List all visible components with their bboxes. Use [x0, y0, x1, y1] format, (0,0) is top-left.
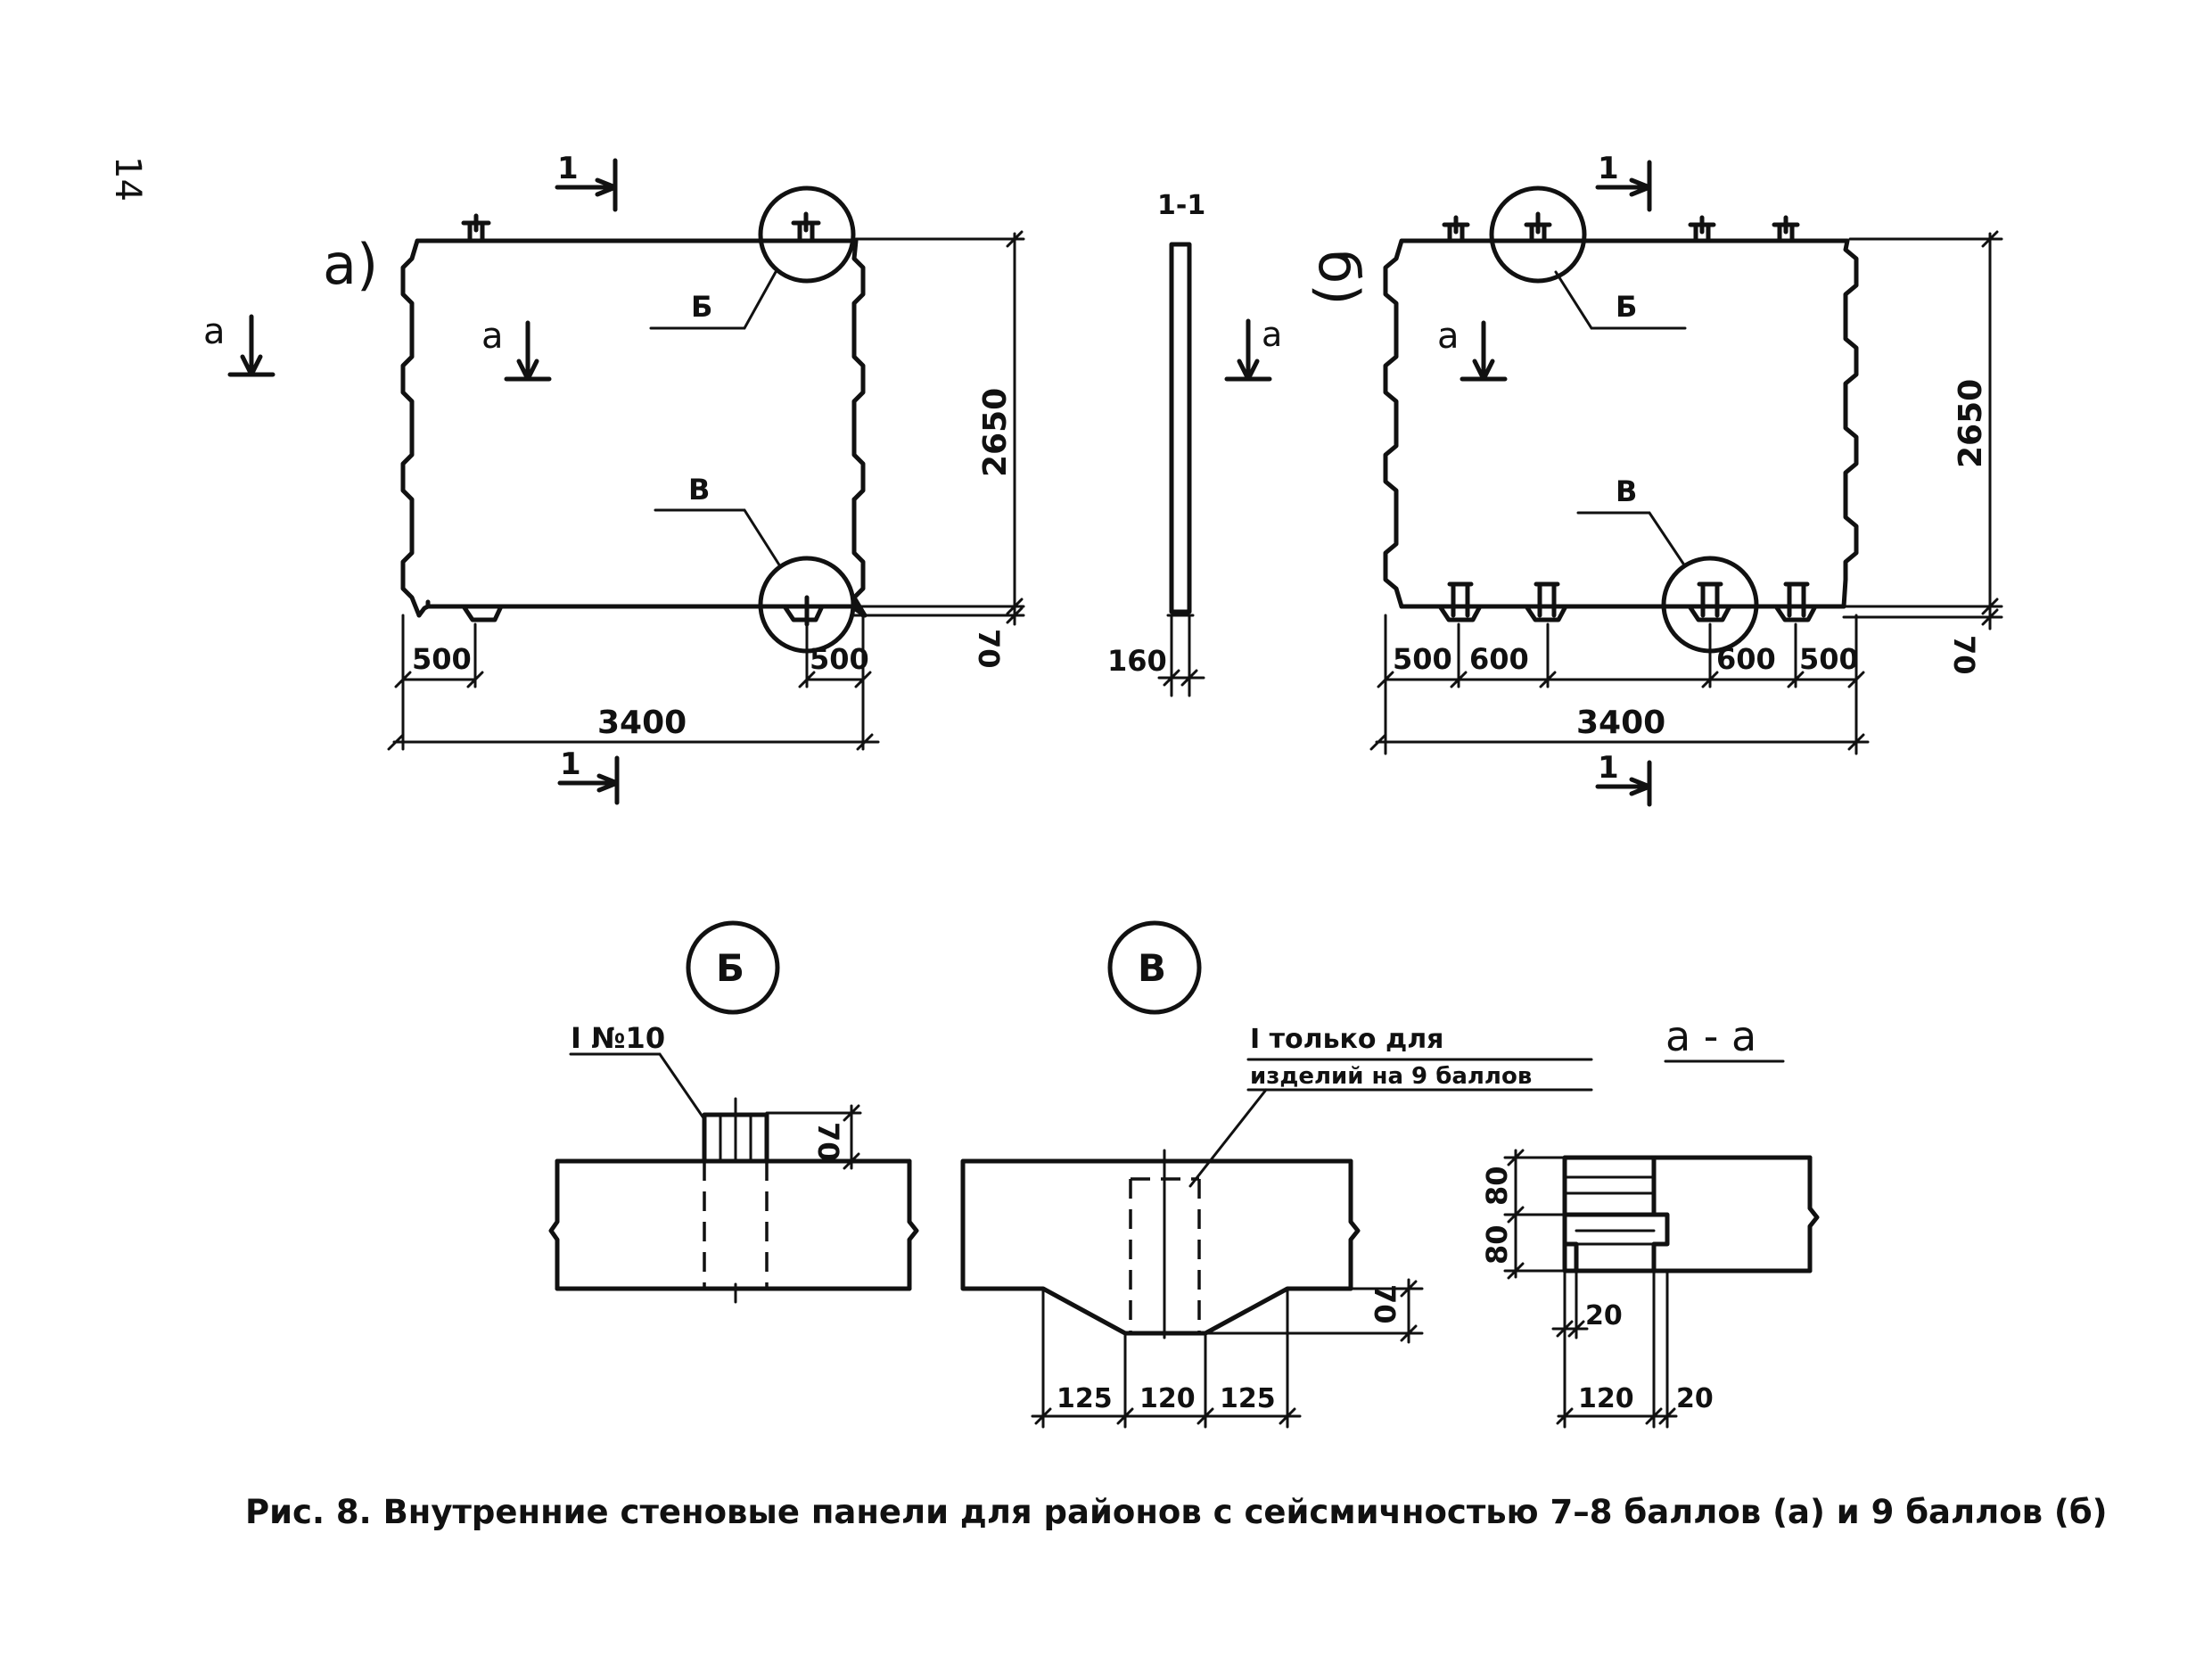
panel-a-left-edge-dim: 500 [412, 642, 472, 676]
page-number: 14 [107, 156, 148, 202]
detail-b-note: I №10 [571, 1021, 665, 1055]
section-a-a-dim-v2: 80 [1480, 1224, 1514, 1265]
panel-b-section-mark-bottom: 1 [1595, 750, 1652, 807]
panel-a-callout-b-text: Б [691, 290, 712, 324]
section-a-a-dim-v1: 80 [1480, 1166, 1514, 1206]
detail-b-height-dim: 70 [811, 1122, 845, 1162]
detail-v-depth-dim: 70 [1368, 1284, 1402, 1324]
svg-text:1: 1 [557, 151, 579, 186]
svg-text:а: а [1262, 315, 1282, 354]
panel-a-view-mark-outer: а [203, 311, 275, 377]
svg-text:1: 1 [1598, 151, 1619, 186]
panel-b-bottom-offset-dim: 70 [1947, 635, 1981, 675]
panel-b-section-mark-top: 1 [1595, 151, 1652, 212]
panel-b-width-dim: 3400 [1576, 705, 1665, 741]
svg-text:а: а [203, 311, 226, 352]
detail-v-label: В [1138, 946, 1166, 990]
panel-b-dim-2: 600 [1469, 642, 1529, 676]
section-a-a-label: а - а [1665, 1012, 1756, 1060]
panel-a-label: а) [323, 232, 378, 297]
section-1-1-thickness-dim: 160 [1107, 644, 1167, 678]
panel-a-height-dim: 2650 [977, 388, 1014, 477]
section-a-a-dim-right: 20 [1676, 1383, 1714, 1414]
detail-v-dim-1: 125 [1057, 1383, 1113, 1414]
section-a-a-dim-small: 20 [1585, 1300, 1623, 1331]
panel-a: а) а а 1 1 [203, 151, 1025, 805]
panel-a-width-dim: 3400 [597, 705, 687, 741]
panel-b-callout-b-text: Б [1616, 290, 1637, 324]
section-1-1-view-mark: а [1224, 315, 1282, 382]
figure-caption: Рис. 8. Внутренние стеновые панели для р… [245, 1493, 2108, 1531]
svg-text:а: а [481, 316, 504, 357]
detail-b: Б I №10 70 [548, 920, 919, 1304]
svg-text:1: 1 [560, 746, 581, 782]
panel-b-outline [1383, 238, 1859, 609]
section-1-1: 1-1 160 а [1107, 190, 1282, 697]
panel-b-dim-1: 500 [1393, 642, 1452, 676]
panel-b-callout-v-text: В [1616, 474, 1637, 508]
panel-b-dim-3: 600 [1716, 642, 1776, 676]
section-a-a-dim-width: 120 [1578, 1383, 1634, 1414]
detail-v-dim-3: 125 [1220, 1383, 1276, 1414]
section-a-a: а - а 80 80 20 120 20 [1480, 1012, 1820, 1429]
svg-text:а: а [1437, 316, 1460, 357]
detail-v-dim-2: 120 [1139, 1383, 1196, 1414]
panel-a-callout-circle-b [758, 185, 856, 284]
panel-a-section-mark-top: 1 [555, 151, 618, 212]
panel-a-section-mark-bottom: 1 [557, 746, 620, 805]
panel-b-height-dim: 2650 [1953, 379, 1989, 468]
panel-a-right-edge-dim: 500 [810, 642, 869, 676]
panel-a-view-mark-inner: а [481, 316, 552, 382]
detail-v-note-line1: I только для [1250, 1024, 1443, 1055]
panel-b-label: б) [1306, 250, 1371, 305]
detail-v-note-line2: изделий на 9 баллов [1250, 1063, 1532, 1090]
panel-b-callout-circle-b [1489, 185, 1587, 284]
section-1-1-label: 1-1 [1157, 190, 1205, 221]
svg-text:1: 1 [1598, 750, 1619, 786]
panel-a-callout-v-text: В [688, 473, 710, 507]
detail-v: В I только для изделий на 9 баллов 70 12… [960, 920, 1593, 1429]
detail-b-label: Б [716, 946, 744, 990]
panel-b: б) а 1 1 Б [1306, 151, 2003, 807]
panel-a-outline [400, 238, 866, 618]
panel-b-dim-4: 500 [1799, 642, 1859, 676]
panel-a-bottom-offset-dim: 70 [972, 629, 1006, 669]
panel-b-view-mark-inner: а [1437, 316, 1508, 382]
